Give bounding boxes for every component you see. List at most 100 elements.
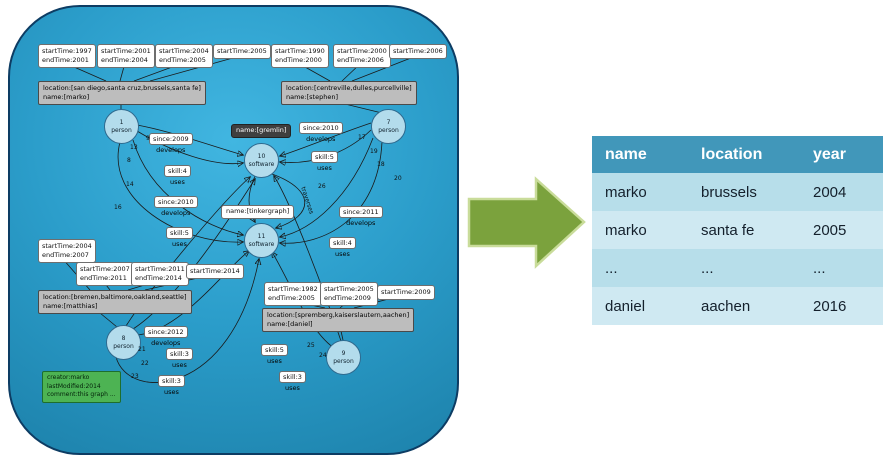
software-name-gremlin: name:[gremlin]: [231, 124, 292, 138]
edge-label-group: skill:3 uses: [279, 371, 306, 392]
edge-property-box: since:2010: [154, 196, 198, 208]
edge-id-label: 9: [146, 135, 150, 142]
edge-property-box: skill:3: [166, 348, 193, 360]
edge-id-label: 16: [114, 204, 122, 211]
table-row: daniel aachen 2016: [592, 287, 883, 325]
edge-verb-label: develops: [156, 146, 186, 154]
edge-verb-label: uses: [267, 357, 282, 365]
edge-verb-label: develops: [306, 135, 336, 143]
edge-id-label: 24: [319, 352, 327, 359]
vertex-properties-daniel: location:[spremberg,kaiserslautern,aache…: [262, 308, 415, 333]
property-box: startTime:2014: [186, 264, 244, 279]
cell-location: brussels: [701, 183, 757, 201]
property-box: startTime:1997 endTime:2001: [38, 44, 96, 68]
edge-verb-label: develops: [346, 219, 376, 227]
edge-label-group: skill:3 uses: [158, 375, 185, 396]
cell-year: 2004: [813, 183, 847, 201]
edge-verb-label: uses: [285, 384, 300, 392]
edge-id-label: 13: [130, 144, 138, 151]
property-box: startTime:2009: [377, 285, 435, 300]
edge-id-label: 19: [370, 148, 378, 155]
property-box: startTime:2000 endTime:2006: [333, 44, 391, 68]
result-table: name location year marko brussels 2004 m…: [592, 136, 883, 325]
edge-label-group: since:2010 develops: [154, 196, 198, 217]
edge-id-label: 22: [141, 360, 149, 367]
property-box: startTime:2005 endTime:2009: [320, 282, 378, 306]
edge-label-group: since:2012 develops: [144, 326, 188, 347]
vertex-properties-matthias: location:[bremen,baltimore,oakland,seatt…: [38, 290, 192, 315]
vertex-node-person-7: 7 person: [371, 109, 406, 144]
vertex-node-person-8: 8 person: [106, 325, 141, 360]
cell-name: marko: [605, 221, 647, 239]
edge-label-group: since:2010 develops: [299, 122, 343, 143]
edge-property-box: since:2011: [339, 206, 383, 218]
edge-label-group: since:2009 develops: [149, 133, 193, 154]
header-year: year: [813, 145, 846, 163]
header-name: name: [605, 145, 647, 163]
edge-id-label: 17: [358, 134, 366, 141]
edge-label-group: skill:3 uses: [166, 348, 193, 369]
edge-id-label: 25: [307, 342, 315, 349]
right-arrow-shape: [467, 176, 586, 269]
graph-metadata-box: creator:marko lastModified:2014 comment:…: [42, 371, 121, 404]
cell-name: ...: [605, 259, 618, 277]
property-box: startTime:1982 endTime:2005: [264, 282, 322, 306]
edge-label-group: skill:5 uses: [261, 344, 288, 365]
edge-label-group: skill:5 uses: [311, 151, 338, 172]
vertex-properties-marko: location:[san diego,santa cruz,brussels,…: [38, 81, 206, 106]
edge-id-label: 21: [138, 346, 146, 353]
property-box: startTime:2007 endTime:2011: [76, 262, 134, 286]
edge-label-group: since:2011 develops: [339, 206, 383, 227]
edge-id-label: 20: [394, 175, 402, 182]
cell-name: daniel: [605, 297, 646, 315]
cell-location: aachen: [701, 297, 751, 315]
vertex-node-person-1: 1 person: [104, 109, 139, 144]
cell-location: ...: [701, 259, 714, 277]
cell-year: ...: [813, 259, 826, 277]
edge-verb-label: uses: [164, 388, 179, 396]
edge-property-box: since:2009: [149, 133, 193, 145]
table-row: ... ... ...: [592, 249, 883, 287]
edge-verb-label: uses: [172, 361, 187, 369]
edge-label-group: skill:5 uses: [166, 227, 193, 248]
edge-verb-label: uses: [335, 250, 350, 258]
edge-id-label: 8: [127, 157, 131, 164]
edge-property-box: skill:5: [166, 227, 193, 239]
property-box: startTime:2004 endTime:2005: [155, 44, 213, 68]
cell-year: 2005: [813, 221, 847, 239]
property-box: startTime:1990 endTime:2000: [271, 44, 329, 68]
edge-property-box: since:2010: [299, 122, 343, 134]
edge-property-box: since:2012: [144, 326, 188, 338]
edge-verb-label: uses: [172, 240, 187, 248]
table-row: marko brussels 2004: [592, 173, 883, 211]
edge-property-box: skill:3: [158, 375, 185, 387]
table-header-row: name location year: [592, 136, 883, 173]
vertex-node-software-11: 11 software: [244, 223, 279, 258]
edge-label-group: skill:4 uses: [164, 165, 191, 186]
table-row: marko santa fe 2005: [592, 211, 883, 249]
edge-id-label: 14: [126, 181, 134, 188]
property-box: startTime:2001 endTime:2004: [97, 44, 155, 68]
edge-property-box: skill:3: [279, 371, 306, 383]
edge-property-box: skill:5: [261, 344, 288, 356]
property-box: startTime:2005: [213, 44, 271, 59]
edge-property-box: skill:4: [164, 165, 191, 177]
cell-location: santa fe: [701, 221, 755, 239]
edge-verb-label: develops: [161, 209, 191, 217]
edge-verb-label: uses: [317, 164, 332, 172]
property-box: startTime:2006: [389, 44, 447, 59]
property-box: startTime:2004 endTime:2007: [38, 239, 96, 263]
edge-label-group: skill:4 uses: [329, 237, 356, 258]
edge-id-label: 23: [131, 373, 139, 380]
edge-id-label: 18: [377, 161, 385, 168]
edge-property-box: skill:5: [311, 151, 338, 163]
edge-verb-label: develops: [151, 339, 181, 347]
vertex-properties-stephen: location:[centreville,dulles,purcellvill…: [281, 81, 417, 106]
vertex-node-software-10: 10 software: [244, 143, 279, 178]
vertex-node-person-9: 9 person: [326, 340, 361, 375]
edge-verb-label: uses: [170, 178, 185, 186]
edge-property-box: skill:4: [329, 237, 356, 249]
header-location: location: [701, 145, 763, 163]
cell-name: marko: [605, 183, 647, 201]
